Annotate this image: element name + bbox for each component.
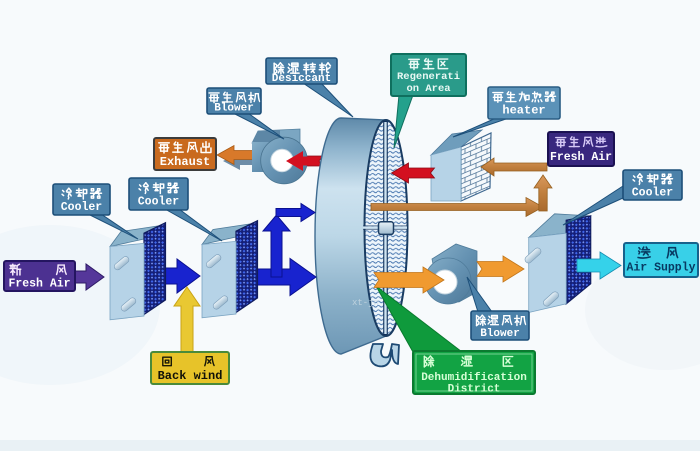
- svg-text:Cooler: Cooler: [61, 201, 103, 214]
- svg-text:District: District: [448, 384, 501, 396]
- svg-text:Fresh Air: Fresh Air: [8, 278, 70, 291]
- svg-text:Back wind: Back wind: [158, 369, 223, 383]
- svg-text:Exhaust: Exhaust: [160, 155, 210, 169]
- svg-text:Fresh Air: Fresh Air: [550, 151, 612, 164]
- svg-text:heater: heater: [502, 104, 545, 118]
- svg-text:Cooler: Cooler: [632, 187, 674, 200]
- svg-text:Cooler: Cooler: [138, 196, 180, 209]
- svg-text:Air Supply: Air Supply: [626, 262, 695, 275]
- svg-text:Regenerati: Regenerati: [397, 71, 460, 83]
- svg-text:on Area: on Area: [406, 83, 451, 95]
- svg-text:Blower: Blower: [480, 328, 520, 340]
- svg-text:Desiccant: Desiccant: [272, 73, 331, 85]
- svg-text:xt-jn: xt-jn: [352, 298, 379, 308]
- svg-text:Blower: Blower: [214, 103, 254, 115]
- svg-text:Dehumidification: Dehumidification: [421, 372, 527, 384]
